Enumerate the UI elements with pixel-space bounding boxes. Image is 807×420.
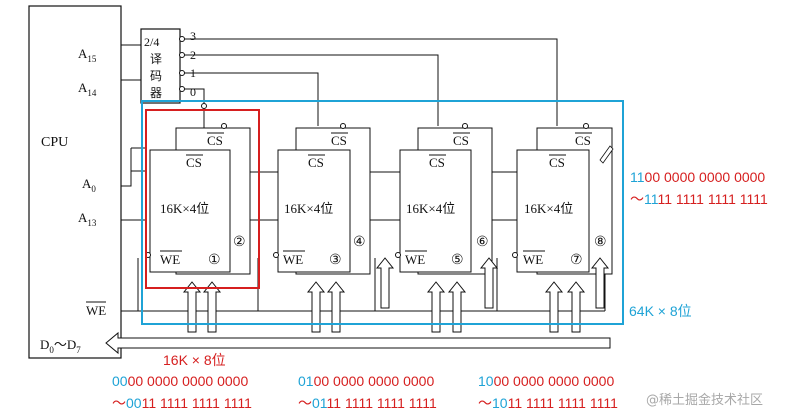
- cpu-block: [28, 5, 122, 359]
- chip-4-num-a: ⑦: [570, 253, 583, 268]
- decoder-label-yi: 译: [150, 52, 162, 66]
- decoder-output-2: 2: [190, 48, 196, 62]
- decoder-output-1: 1: [190, 66, 196, 80]
- chip-1-num-a: ①: [208, 253, 221, 268]
- svg-text:CS: CS: [549, 155, 565, 170]
- data-bus-arrows: [105, 257, 611, 355]
- svg-text:CS: CS: [186, 155, 202, 170]
- chip-pair-3: CS CS 16K×4位 WE ⑤ ⑥: [395, 123, 493, 275]
- svg-text:CS: CS: [331, 133, 347, 148]
- pin-we: WE: [86, 303, 106, 318]
- pin-data-bus: D0～D7: [40, 337, 81, 355]
- range-2-start: 0100 0000 0000 0000: [298, 373, 434, 389]
- svg-text:WE: WE: [405, 252, 425, 267]
- pin-a14: A14: [78, 80, 97, 98]
- decoder-output-0: 0: [190, 85, 196, 99]
- total-size-label: 64K × 8位: [629, 303, 692, 319]
- svg-text:CS: CS: [308, 155, 324, 170]
- pin-a13: A13: [78, 210, 97, 228]
- cpu-label: CPU: [41, 135, 68, 150]
- watermark: @稀土掘金技术社区: [646, 392, 763, 408]
- chip-3-capacity: 16K×4位: [406, 201, 455, 216]
- chip-pair-1: CS CS 16K×4位 WE ① ②: [145, 103, 251, 275]
- svg-text:CS: CS: [429, 155, 445, 170]
- chip-1-capacity: 16K×4位: [160, 201, 209, 216]
- decoder-label-2-4: 2/4: [144, 35, 159, 49]
- range-1-start: 0000 0000 0000 0000: [112, 373, 248, 389]
- pin-a15: A15: [78, 46, 97, 64]
- decoder-block: [140, 28, 181, 104]
- chip-4-capacity: 16K×4位: [524, 201, 573, 216]
- svg-text:CS: CS: [207, 133, 223, 148]
- range-4-end: ～1111 1111 1111 1111: [630, 191, 768, 207]
- svg-text:WE: WE: [160, 252, 180, 267]
- svg-text:CS: CS: [575, 133, 591, 148]
- address-ranges: 0000 0000 0000 0000 ～0011 1111 1111 1111…: [112, 169, 768, 411]
- chip-2-num-b: ④: [353, 235, 366, 250]
- chip-2-num-a: ③: [329, 253, 342, 268]
- range-3-start: 1000 0000 0000 0000: [478, 373, 614, 389]
- decoder-output-3: 3: [190, 29, 196, 43]
- chip-3-num-b: ⑥: [476, 235, 489, 250]
- range-1-end: ～0011 1111 1111 1111: [112, 395, 252, 411]
- svg-text:CS: CS: [453, 133, 469, 148]
- chip-pair-4: CS CS 16K×4位 WE ⑦ ⑧: [512, 123, 614, 275]
- chip-2-capacity: 16K×4位: [284, 201, 333, 216]
- decoder-label-ma: 码: [150, 69, 162, 83]
- total-64k-frame: [141, 100, 624, 325]
- range-2-end: ～0111 1111 1111 1111: [298, 395, 437, 411]
- chip-3-num-a: ⑤: [451, 253, 464, 268]
- pin-a0: A0: [82, 176, 96, 194]
- svg-text:WE: WE: [523, 252, 543, 267]
- chip-4-num-b: ⑧: [594, 235, 607, 250]
- chip-pair-2: CS CS 16K×4位 WE ③ ④: [273, 123, 371, 275]
- chip-1-num-b: ②: [233, 235, 246, 250]
- bank-size-label: 16K × 8位: [163, 352, 226, 368]
- bank-16k-frame: [145, 109, 260, 289]
- range-3-end: ～1011 1111 1111 1111: [478, 395, 618, 411]
- range-4-start: 1100 0000 0000 0000: [630, 169, 765, 185]
- decoder-label-qi: 器: [150, 86, 162, 100]
- svg-text:WE: WE: [283, 252, 303, 267]
